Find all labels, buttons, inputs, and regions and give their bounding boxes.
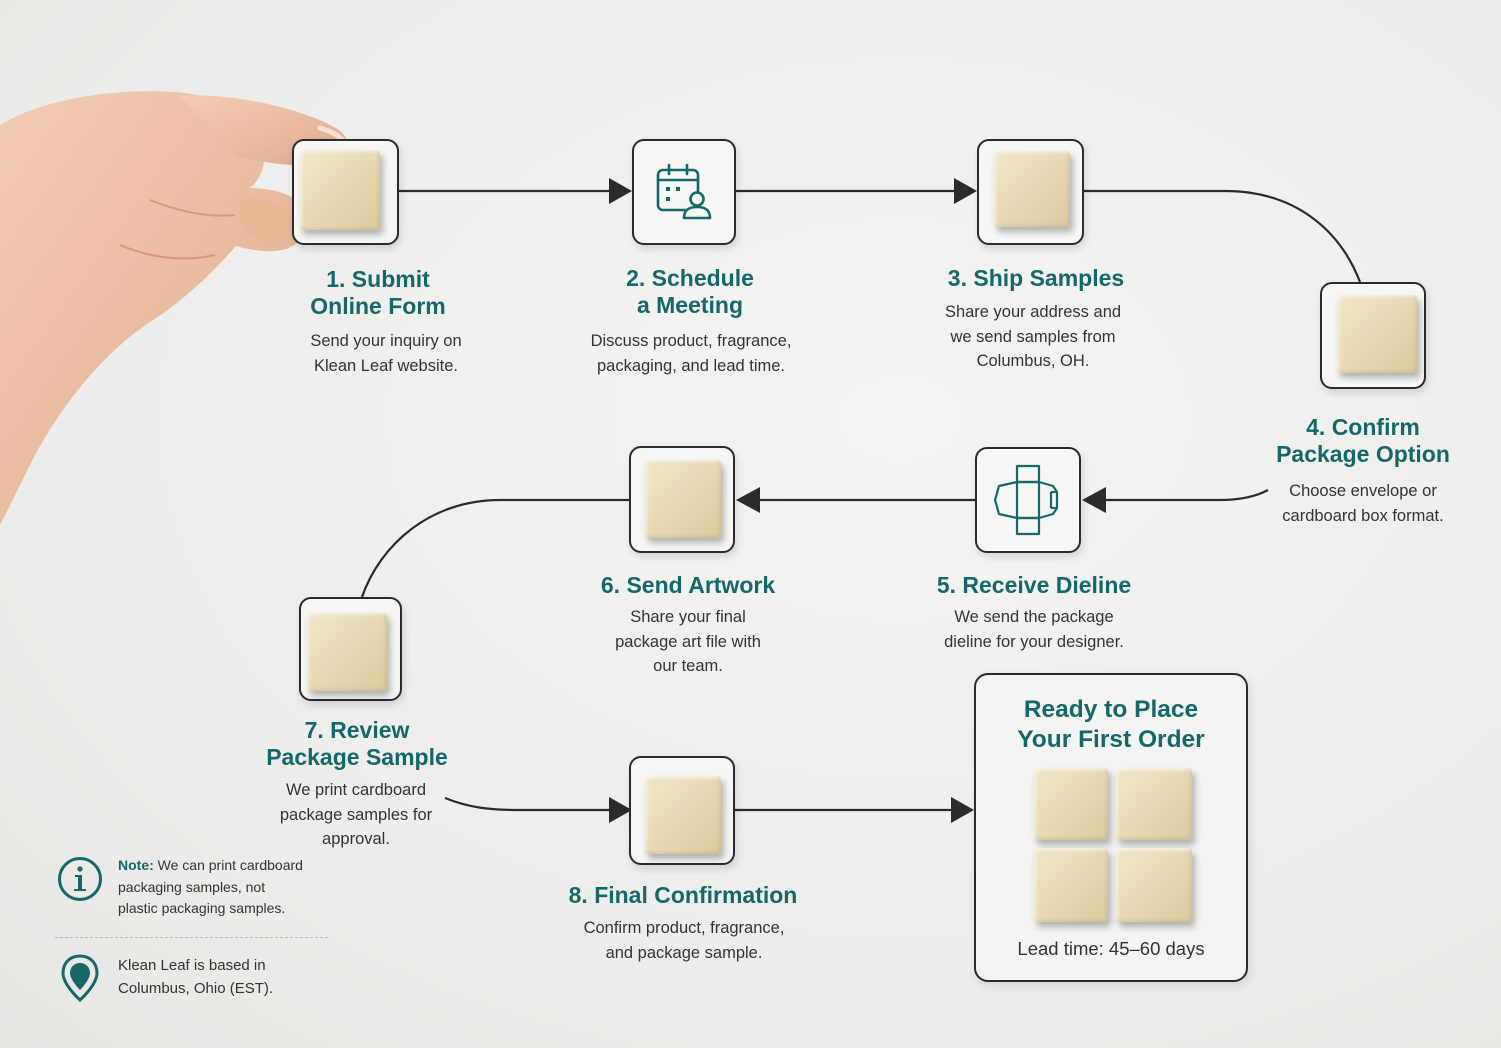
box-dieline-icon [993,464,1059,536]
wood-block [1116,768,1192,840]
ready-title-line2: Your First Order [1017,726,1205,753]
ready-to-order-title: Ready to Place Your First Order [976,695,1246,755]
step-4-title-line2: Package Option [1276,441,1450,467]
step-1-desc: Send your inquiry on Klean Leaf website. [276,329,496,378]
step-1-node [292,139,399,245]
wood-block [645,776,721,854]
step-6-desc-line2: package art file with [615,632,761,651]
step-1-title-line1: 1. Submit [326,266,430,292]
note-line3: plastic packaging samples. [118,900,286,916]
ready-to-order-box: Ready to Place Your First Order Lead tim… [974,673,1248,982]
step-2-node [632,139,736,245]
step-7-title-line2: Package Sample [266,744,448,770]
wood-block [1116,848,1192,922]
step-3-node [977,139,1084,245]
step-8-title-line1: 8. Final Confirmation [568,882,798,908]
step-5-desc-line2: dieline for your designer. [944,632,1124,651]
note-label: Note: [118,857,154,873]
step-4-desc-line1: Choose envelope or [1289,482,1437,500]
step-8-desc: Confirm product, fragrance, and package … [554,916,814,965]
step-7-node [299,597,402,701]
step-8-title: 8. Final Confirmation [543,882,823,909]
map-pin-icon [61,954,99,1002]
step-4-node [1320,282,1426,389]
step-7-title-line1: 7. Review [304,717,410,743]
step-7-desc: We print cardboard package samples for a… [246,778,466,852]
location-text: Klean Leaf is based in Columbus, Ohio (E… [118,955,333,1000]
wood-block [300,150,380,230]
step-4-desc: Choose envelope or cardboard box format. [1258,479,1468,528]
wood-block [994,151,1070,227]
step-3-title: 3. Ship Samples [916,265,1156,292]
step-5-desc: We send the package dieline for your des… [914,605,1154,654]
step-3-title-line1: 3. Ship Samples [947,265,1125,291]
wood-block [307,613,387,691]
step-1-title-line2: Online Form [310,293,446,319]
step-4-title-line1: 4. Confirm [1306,414,1420,440]
location-line1: Klean Leaf is based in [118,957,266,974]
step-8-desc-line2: and package sample. [605,943,763,962]
step-5-title-line1: 5. Receive Dieline [936,572,1132,598]
wood-block [1034,768,1108,840]
step-7-desc-line2: package samples for [279,805,433,824]
step-6-title: 6. Send Artwork [568,572,808,599]
step-5-desc-line1: We send the package [954,608,1114,626]
step-1-desc-line1: Send your inquiry on [310,332,462,350]
step-4-title: 4. Confirm Package Option [1253,414,1473,468]
lead-time-text: Lead time: 45–60 days [1017,938,1205,959]
step-1-desc-line2: Klean Leaf website. [313,356,458,375]
step-6-title-line1: 6. Send Artwork [600,572,776,598]
wood-block [1034,848,1108,922]
note-line2: packaging samples, not [118,878,266,895]
step-2-title-line1: 2. Schedule [626,265,754,291]
step-2-desc-line2: packaging, and lead time. [596,356,786,375]
step-6-node [629,446,735,553]
step-7-title: 7. Review Package Sample [247,717,467,771]
location-line2: Columbus, Ohio (EST). [118,979,274,997]
step-3-desc-line1: Share your address and [944,303,1122,321]
note-line1: We can print cardboard [153,857,303,873]
step-5-node [975,447,1081,553]
step-8-desc-line1: Confirm product, fragrance, [583,919,785,937]
calendar-person-icon [656,163,712,220]
step-6-desc: Share your final package art file with o… [578,605,798,679]
step-6-desc-line1: Share your final [630,608,746,626]
note-text: Note: We can print cardboard packaging s… [118,855,333,920]
step-3-desc-line3: Columbus, OH. [976,352,1090,370]
wood-block [645,460,721,538]
step-2-title: 2. Schedule a Meeting [590,265,790,319]
step-7-desc-line3: approval. [322,830,390,848]
step-8-node [629,756,735,865]
step-4-desc-line2: cardboard box format. [1282,506,1444,525]
ready-title-line1: Ready to Place [1023,696,1199,723]
step-5-title: 5. Receive Dieline [914,572,1154,599]
step-7-desc-line1: We print cardboard [285,781,427,799]
step-3-desc-line2: we send samples from [950,327,1116,346]
step-2-title-line2: a Meeting [636,292,744,318]
step-1-title: 1. Submit Online Form [278,266,478,320]
notes-divider [55,937,328,938]
wood-block [1337,295,1417,373]
step-6-desc-line3: our team. [653,657,723,675]
info-icon [58,857,102,901]
step-2-desc: Discuss product, fragrance, packaging, a… [561,329,821,378]
step-3-desc: Share your address and we send samples f… [913,300,1153,374]
step-2-desc-line1: Discuss product, fragrance, [590,332,792,350]
